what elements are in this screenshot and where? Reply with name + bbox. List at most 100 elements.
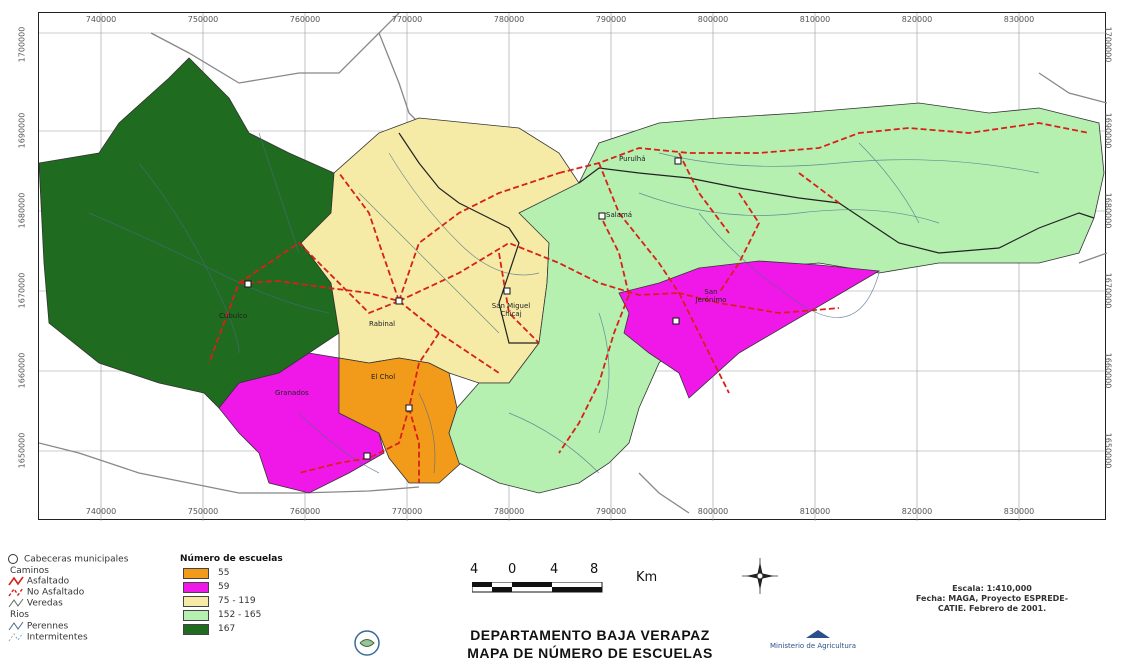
- intermitentes-label: Intermitentes: [26, 632, 88, 643]
- tick-right: 1650000: [1103, 432, 1113, 469]
- rivers: [88, 132, 1040, 474]
- scale-label: 0: [508, 562, 517, 577]
- legend-class-152-165: 152 - 165: [218, 610, 262, 620]
- scale-unit: Km: [636, 570, 658, 585]
- tick-bottom: 760000: [289, 507, 321, 516]
- swatch-152-165: [183, 610, 209, 621]
- tick-left: 1660000: [17, 352, 27, 389]
- tick-top: 760000: [289, 15, 321, 24]
- cabecera-icon: [8, 554, 18, 564]
- tick-bottom: 830000: [1003, 507, 1035, 516]
- coat-of-arms-icon: [354, 630, 380, 656]
- cabeceras-label: Cabeceras municipales: [24, 554, 129, 565]
- scale-text: Escala: 1:410,000: [952, 584, 1032, 593]
- ministry-logo-icon: [806, 630, 830, 638]
- tick-bottom: 800000: [697, 507, 729, 516]
- label-salama: Salamá: [606, 211, 633, 219]
- label-cubulco: Cubulco: [219, 312, 248, 320]
- tick-left: 1700000: [17, 26, 27, 63]
- legend-cabeceras: Cabeceras municipales: [8, 554, 128, 565]
- tick-bottom: 810000: [799, 507, 831, 516]
- asfaltado-label: Asfaltado: [26, 576, 70, 587]
- swatch-167: [183, 624, 209, 635]
- map-info: Escala: 1:410,000 Fecha: MAGA, Proyecto …: [872, 584, 1112, 614]
- map-title: DEPARTAMENTO BAJA VERAPAZ MAPA DE NÚMERO…: [420, 626, 760, 662]
- legend-caminos-title: Caminos: [10, 566, 49, 576]
- neighbor-boundaries: [39, 13, 1107, 514]
- tick-left: 1690000: [17, 112, 27, 149]
- swatch-75-119: [183, 596, 209, 607]
- river-intermitentes-icon: [8, 632, 24, 642]
- legend: Cabeceras municipales Caminos Asfaltado …: [8, 552, 328, 657]
- legend-veredas: Veredas: [8, 598, 63, 609]
- region-san-jeronimo: [618, 260, 881, 399]
- label-rabinal: Rabinal: [369, 320, 396, 328]
- region-granados: [218, 352, 385, 494]
- label-el-chol: El Chol: [371, 373, 396, 381]
- legend-intermitentes: Intermitentes: [8, 632, 88, 643]
- title-line-2: MAPA DE NÚMERO DE ESCUELAS: [467, 645, 713, 661]
- map-canvas: [39, 13, 1107, 521]
- tick-top: 820000: [901, 15, 933, 24]
- legend-class-75-119: 75 - 119: [218, 596, 256, 606]
- scale-bar: 4 0 4 8 Km: [470, 562, 657, 602]
- scale-label: 8: [590, 562, 599, 577]
- tick-bottom: 740000: [85, 507, 117, 516]
- region-cubulco: [39, 57, 340, 409]
- tick-top: 750000: [187, 15, 219, 24]
- road-veredas-icon: [8, 598, 24, 608]
- tick-bottom: 780000: [493, 507, 525, 516]
- perennes-label: Perennes: [26, 621, 69, 632]
- tick-top: 810000: [799, 15, 831, 24]
- tick-right: 1660000: [1103, 352, 1113, 389]
- tick-left: 1670000: [17, 272, 27, 309]
- tick-bottom: 790000: [595, 507, 627, 516]
- road-no-asfaltado-icon: [8, 587, 24, 597]
- legend-perennes: Perennes: [8, 621, 68, 632]
- tick-right: 1700000: [1103, 26, 1113, 63]
- tick-top: 800000: [697, 15, 729, 24]
- tick-bottom: 770000: [391, 507, 423, 516]
- tick-right: 1680000: [1103, 192, 1113, 229]
- title-line-1: DEPARTAMENTO BAJA VERAPAZ: [470, 627, 710, 643]
- veredas-label: Veredas: [26, 598, 63, 609]
- tick-top: 830000: [1003, 15, 1035, 24]
- legend-num-title: Número de escuelas: [180, 554, 283, 564]
- tick-left: 1680000: [17, 192, 27, 229]
- cabeceras-markers: [244, 157, 682, 460]
- scale-label: 4: [550, 562, 559, 577]
- river-perennes-icon: [8, 621, 24, 631]
- ministry-logo-text: Ministerio de Agricultura: [770, 642, 857, 650]
- tick-bottom: 820000: [901, 507, 933, 516]
- legend-class-167: 167: [218, 624, 236, 634]
- tick-bottom: 750000: [187, 507, 219, 516]
- legend-class-59: 59: [218, 582, 230, 592]
- label-purulha: Purulhá: [619, 155, 646, 163]
- scale-label: 4: [470, 562, 479, 577]
- legend-asfaltado: Asfaltado: [8, 576, 69, 587]
- legend-class-55: 55: [218, 568, 230, 578]
- legend-no-asfaltado: No Asfaltado: [8, 587, 84, 598]
- ministry-logo: Ministerio de Agricultura: [770, 630, 880, 658]
- road-asfaltado-icon: [8, 576, 24, 586]
- tick-top: 780000: [493, 15, 525, 24]
- no-asfaltado-label: No Asfaltado: [26, 587, 85, 598]
- internal-boundaries: [398, 132, 1095, 344]
- swatch-59: [183, 582, 209, 593]
- tick-right: 1670000: [1103, 272, 1113, 309]
- roads: [208, 122, 1090, 483]
- tick-left: 1650000: [17, 432, 27, 469]
- legend-rios-title: Rios: [10, 610, 29, 620]
- label-san-jeronimo: San Jerónimo: [695, 288, 727, 304]
- tick-right: 1690000: [1103, 112, 1113, 149]
- label-granados: Granados: [275, 389, 309, 397]
- north-arrow-icon: [742, 558, 778, 594]
- source-text: Fecha: MAGA, Proyecto ESPREDE-: [915, 594, 1069, 603]
- map-frame: Cubulco Rabinal San Miguel Chicaj Granad…: [38, 12, 1107, 521]
- scale-bar-graphic: [472, 582, 603, 593]
- tick-top: 790000: [595, 15, 627, 24]
- source-text-2: CATIE. Febrero de 2001.: [937, 604, 1047, 613]
- label-san-miguel-chicaj: San Miguel Chicaj: [491, 302, 531, 318]
- tick-top: 770000: [391, 15, 423, 24]
- swatch-55: [183, 568, 209, 579]
